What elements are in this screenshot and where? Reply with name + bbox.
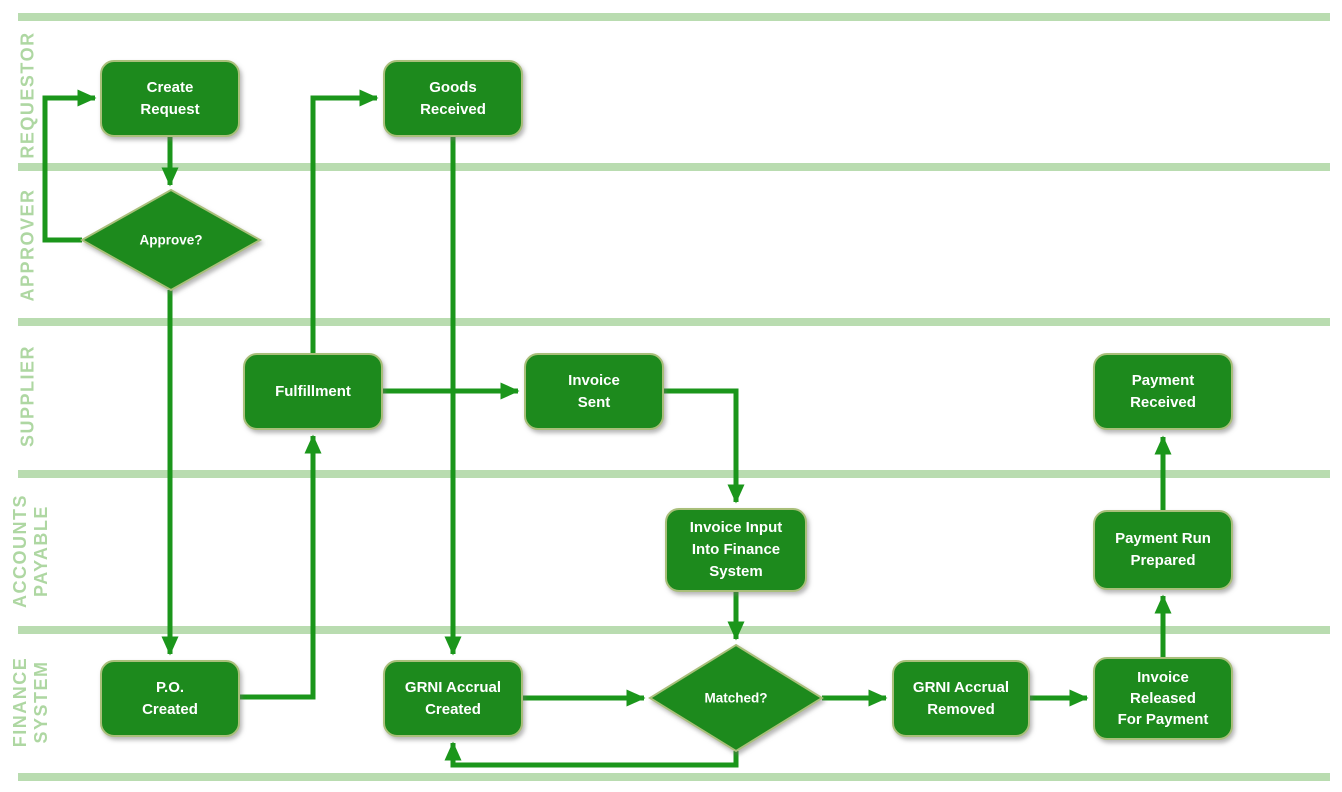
lane-divider-supplier-accounts	[18, 470, 1330, 478]
node-invoice-sent: Invoice Sent	[524, 353, 664, 430]
node-grni-accrual-created: GRNI Accrual Created	[383, 660, 523, 737]
node-invoice-input-finance: Invoice Input Into Finance System	[665, 508, 807, 592]
edge-invoice-sent-to-invoice-input	[664, 388, 745, 504]
lane-divider-bottom	[18, 773, 1330, 781]
lane-divider-top	[18, 13, 1330, 21]
edge-approve-to-create-request	[42, 89, 97, 243]
decision-approve-shape	[79, 188, 263, 292]
lane-divider-requestor-approver	[18, 163, 1330, 171]
lane-divider-accounts-finance	[18, 626, 1330, 634]
decision-matched-label: Matched?	[704, 690, 768, 706]
node-po-created: P.O. Created	[100, 660, 240, 737]
node-payment-run-prepared: Payment Run Prepared	[1093, 510, 1233, 590]
edge-matched-to-grni-created	[444, 741, 739, 768]
edge-fulfillment-to-goods-received	[310, 89, 379, 353]
node-payment-received: Payment Received	[1093, 353, 1233, 430]
node-create-request: Create Request	[100, 60, 240, 137]
decision-approve-label: Approve?	[139, 232, 203, 248]
node-grni-accrual-removed: GRNI Accrual Removed	[892, 660, 1030, 737]
node-goods-received: Goods Received	[383, 60, 523, 137]
decision-matched-shape	[648, 643, 824, 753]
edge-po-created-to-fulfillment	[240, 434, 322, 700]
lane-divider-approver-supplier	[18, 318, 1330, 326]
node-invoice-released: Invoice Released For Payment	[1093, 657, 1233, 740]
node-fulfillment: Fulfillment	[243, 353, 383, 430]
